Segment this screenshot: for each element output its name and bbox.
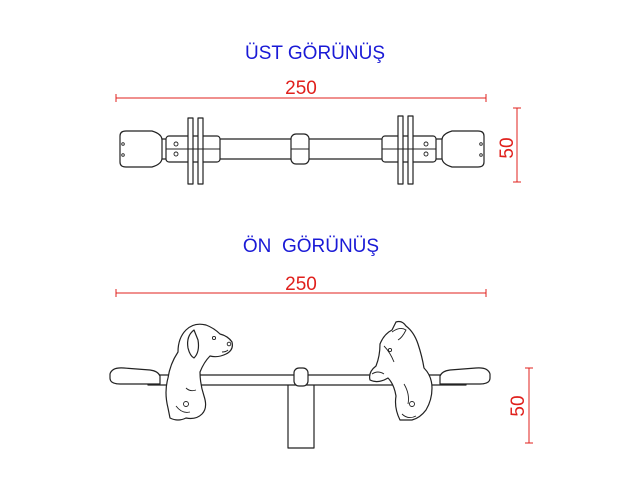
front-pivot-knob	[293, 367, 309, 387]
top-view-height-dimension: 50	[497, 107, 521, 183]
top-view-width-label: 250	[285, 78, 317, 99]
top-right-seat	[441, 130, 485, 168]
top-right-handle	[381, 115, 437, 185]
top-view-height-label: 50	[497, 137, 518, 158]
dog-figure	[165, 323, 233, 421]
front-view-height-dimension: 50	[508, 367, 533, 444]
top-left-handle	[165, 117, 221, 185]
top-view-width-dimension: 250	[115, 78, 487, 102]
front-view-width-label: 250	[285, 274, 317, 295]
front-center-post	[287, 381, 315, 449]
front-right-seat	[439, 367, 491, 385]
front-view: ÖN GÖRÜNÜŞ 250 50	[109, 236, 533, 449]
horse-figure	[369, 320, 433, 421]
top-left-seat	[119, 130, 163, 168]
top-view-title: ÜST GÖRÜNÜŞ	[245, 43, 385, 64]
front-view-title: ÖN GÖRÜNÜŞ	[243, 236, 379, 257]
top-view: ÜST GÖRÜNÜŞ 250 50	[115, 43, 521, 185]
front-view-width-dimension: 250	[115, 274, 487, 297]
front-view-height-label: 50	[508, 395, 529, 416]
front-left-seat	[109, 367, 161, 385]
